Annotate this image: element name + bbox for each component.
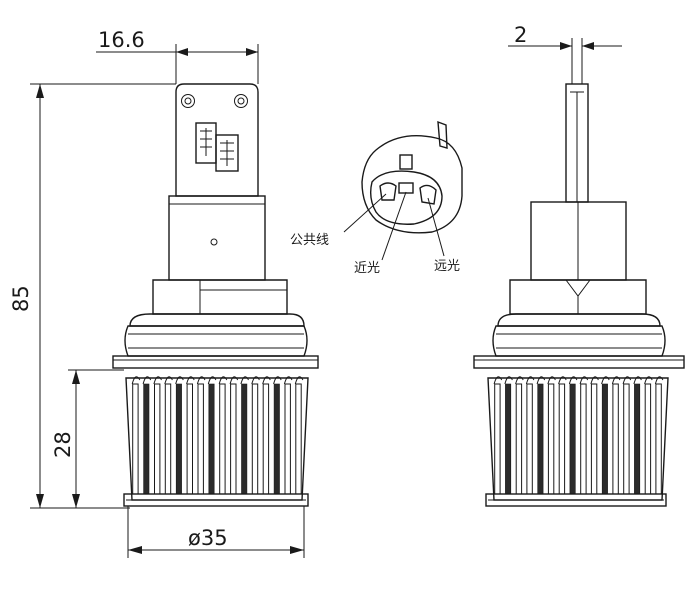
heatsink-fin-top	[186, 376, 195, 385]
heatsink-fin-top	[207, 376, 217, 385]
heatsink-fin-top	[504, 376, 513, 385]
heatsink-fin-top	[536, 376, 546, 385]
heatsink-fin-top	[175, 376, 184, 385]
heatsink-fin	[612, 383, 619, 495]
dim-28: 28	[51, 431, 75, 458]
heatsink-fin	[251, 383, 259, 495]
heatsink-fin	[219, 383, 226, 495]
heatsink-fin-top	[142, 376, 152, 385]
heatsink-fin-top	[547, 376, 556, 385]
heatsink-fin	[208, 383, 215, 495]
heatsink-fin	[230, 383, 237, 495]
base-block	[152, 279, 288, 315]
heatsink-fin-top	[240, 376, 249, 385]
heatsink-fin-top	[294, 376, 304, 385]
dim-connector-width: 16.6	[96, 28, 259, 84]
front-view	[112, 83, 319, 507]
heatsink-fin	[580, 383, 587, 495]
heatsink-fin	[197, 383, 204, 495]
heatsink-fin	[558, 383, 566, 495]
side-view	[473, 83, 685, 507]
dim-2: 2	[514, 23, 527, 47]
dim-85: 85	[9, 285, 33, 312]
heatsink-fin-top	[164, 376, 173, 385]
dim-16-6: 16.6	[98, 28, 145, 52]
heatsink-fin	[590, 383, 598, 495]
heatsink-fin-top	[611, 376, 621, 385]
heatsink-fin-top	[525, 376, 535, 385]
heatsink-fin-top	[229, 376, 239, 385]
heatsink-fin	[505, 383, 512, 495]
heatsink-fin-top	[283, 376, 293, 385]
heatsink-fin	[601, 383, 608, 495]
heatsink-fin-top	[633, 376, 642, 385]
heatsink-fin-top	[654, 376, 664, 385]
heatsink-fin	[547, 383, 555, 495]
connector-slots	[195, 122, 239, 172]
heatsink-fin-top	[218, 376, 228, 385]
heatsink-fin-top	[262, 376, 271, 385]
heatsink-fin	[143, 383, 150, 495]
heatsink-fin-top	[273, 376, 282, 385]
heatsink-fin-top	[196, 376, 206, 385]
dim-heatsink-height: 28	[51, 369, 124, 508]
heatsink-fin	[284, 383, 291, 495]
heatsink-fin-top	[601, 376, 610, 385]
heatsink-fin-top	[644, 376, 653, 385]
heatsink-fin	[154, 383, 161, 495]
heatsink-fin	[655, 383, 662, 495]
heatsink-fin-top	[251, 376, 260, 385]
heatsink-fin	[623, 383, 630, 495]
heatsink-fin-top	[131, 376, 141, 385]
dim-diameter: ø35	[127, 506, 305, 558]
heatsink-fin	[262, 383, 270, 495]
heatsink-fin-top	[579, 376, 589, 385]
heatsink-fin	[494, 383, 501, 495]
side-heatsink	[485, 376, 669, 507]
heatsink-fin-top	[153, 376, 162, 385]
heatsink-fin	[526, 383, 533, 495]
heatsink-fin	[295, 383, 302, 495]
heatsink-fin	[644, 383, 652, 495]
heatsink-fin	[164, 383, 172, 495]
heatsink-fin	[569, 383, 576, 495]
neck	[168, 195, 266, 281]
heatsink-fin	[241, 383, 248, 495]
heatsink-fin-top	[515, 376, 524, 385]
heatsink-fin	[186, 383, 194, 495]
heatsink-fin	[634, 383, 641, 495]
heatsink-fin-top	[590, 376, 599, 385]
heatsink-fin-top	[493, 376, 503, 385]
label-high-beam: 远光	[434, 259, 460, 274]
dim-pin-thickness: 2	[508, 23, 622, 84]
dim-35: ø35	[188, 526, 228, 550]
connector-perspective: 公共线 近光 远光	[290, 120, 463, 276]
heatsink-fin-top	[558, 376, 567, 385]
label-low-beam: 近光	[354, 261, 380, 276]
heatsink-fin	[273, 383, 280, 495]
label-common: 公共线	[290, 233, 329, 248]
heatsink-fin	[132, 383, 139, 495]
heatsink-fin-top	[568, 376, 578, 385]
dim-overall-height: 85	[9, 83, 176, 509]
heatsink-fin	[515, 383, 523, 495]
connector-head	[175, 83, 259, 197]
heatsink-fin	[537, 383, 544, 495]
flange	[129, 313, 305, 327]
front-heatsink	[123, 376, 309, 507]
heatsink-fin-top	[622, 376, 632, 385]
heatsink-fin	[175, 383, 182, 495]
